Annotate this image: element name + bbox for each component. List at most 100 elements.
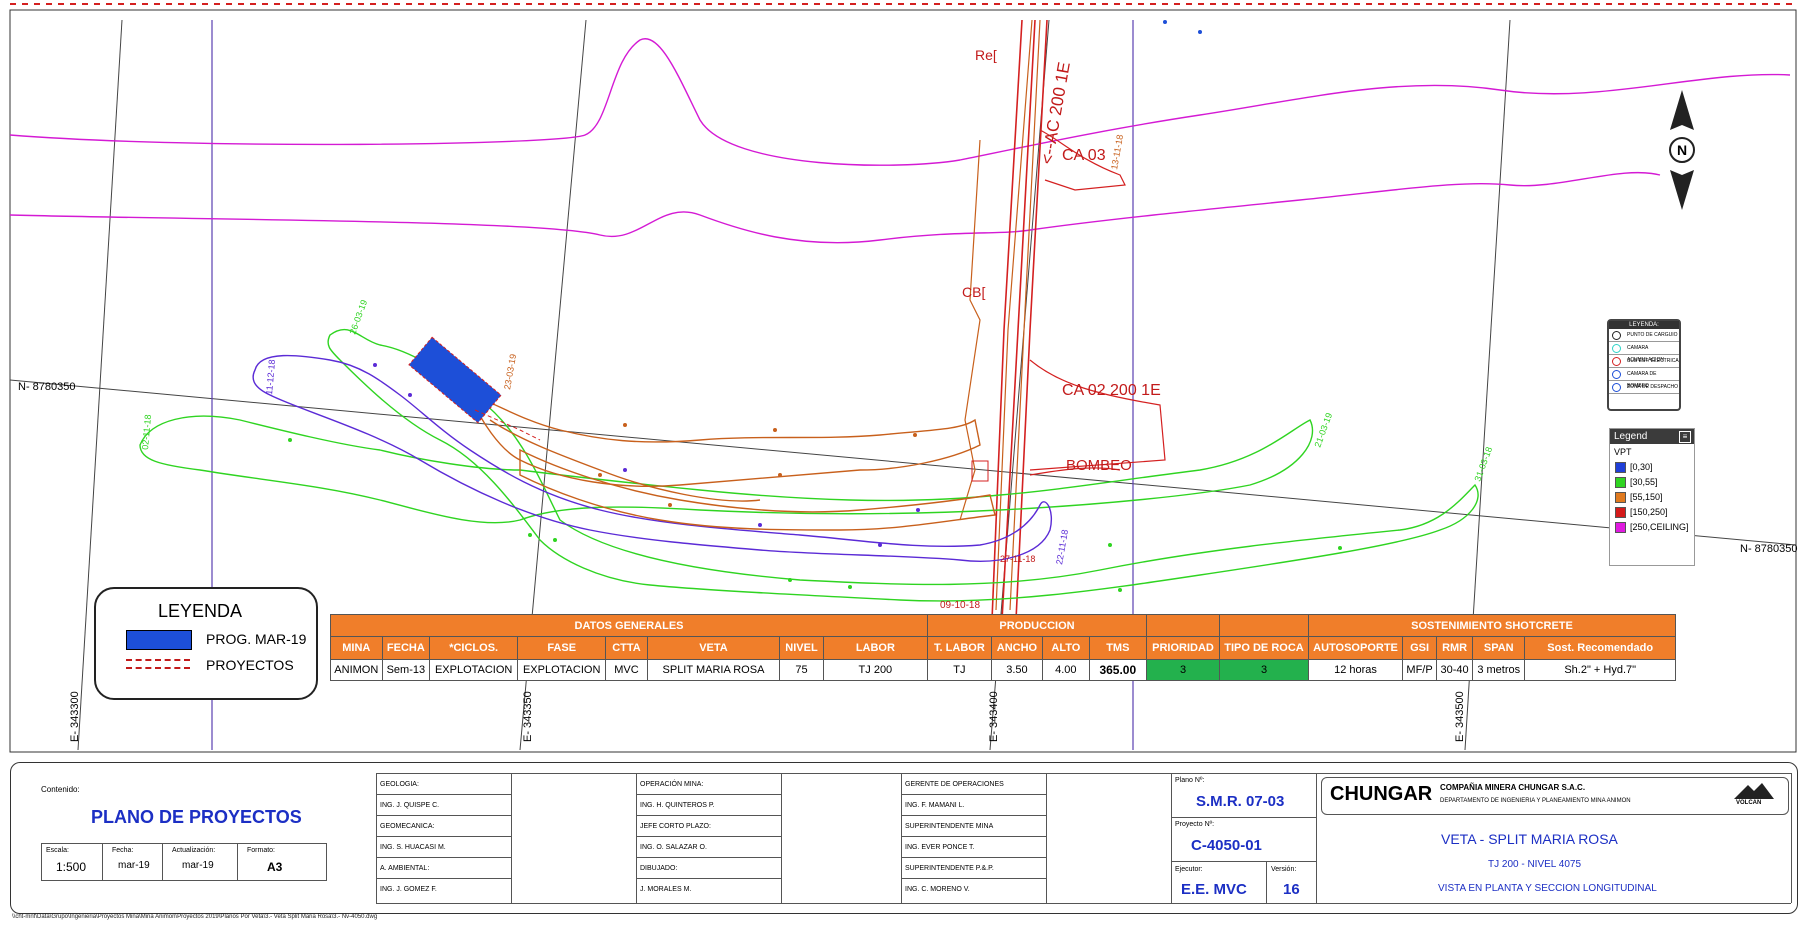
table-header: TIPO DE ROCA	[1219, 636, 1309, 660]
col1-line: A. AMBIENTAL:	[380, 865, 430, 872]
coord-n-west: N- 8780350	[18, 381, 76, 393]
legend-vpt-item: [0,30]	[1610, 460, 1694, 475]
col3-line: SUPERINTENDENTE MINA	[905, 823, 994, 830]
table-header: GSI	[1402, 636, 1438, 660]
table-header: ANCHO	[990, 636, 1044, 660]
plano-label: Plano Nº:	[1175, 777, 1205, 784]
date-label-5: 02-11-18	[140, 414, 153, 450]
escala-value: 1:500	[56, 860, 87, 874]
company-short: CHUNGAR	[1330, 783, 1433, 805]
legend-vpt: Legend≡ VPT [0,30] [30,55] [55,150] [150…	[1609, 428, 1695, 566]
legend-vpt-item: [30,55]	[1610, 475, 1694, 490]
col2-line: J. MORALES M.	[640, 886, 692, 893]
file-path: \\cht-mnf\Data\Grupo\Ingenieria\Proyecto…	[12, 914, 378, 920]
date-label-3: 23-03-19	[502, 353, 518, 390]
company-full: COMPAÑIA MINERA CHUNGAR S.A.C.	[1440, 783, 1586, 792]
volcan-logo-icon	[1734, 783, 1774, 799]
green-contours	[139, 328, 1479, 602]
scale-box: Escala: 1:500 Fecha: mar-19 Actualizació…	[41, 843, 327, 881]
date-label-6: 21-03-19	[1312, 411, 1334, 448]
legend-main-title: LEYENDA	[158, 601, 243, 621]
tunnel-ac200	[991, 19, 1048, 621]
table-cell: MVC	[605, 659, 648, 681]
legend-main-item-prog: PROG. MAR-19	[206, 631, 307, 647]
prog-swatch	[126, 630, 192, 650]
legend-symbol-item: ZONA DE DESPACHO	[1609, 381, 1679, 394]
proyectos-swatch	[126, 659, 190, 661]
table-header: VETA	[646, 636, 781, 660]
date-label-9: 27-11-18	[1000, 554, 1035, 564]
group-datos-generales: DATOS GENERALES	[330, 614, 928, 637]
fecha-value: mar-19	[118, 860, 150, 871]
table-header: *CICLOS.	[429, 636, 519, 660]
purple-contours	[252, 354, 1052, 562]
legend-vpt-item: [250,CEILING]	[1610, 520, 1694, 535]
col3-line: ING. C. MORENO V.	[905, 886, 970, 893]
ejecutor-label: Ejecutor:	[1175, 866, 1203, 873]
date-label-8: 09-10-18	[940, 600, 980, 611]
col2-line: JEFE CORTO PLAZO:	[640, 823, 711, 830]
plano-value: S.M.R. 07-03	[1196, 793, 1285, 810]
proyecto-label: Proyecto Nº:	[1175, 821, 1215, 828]
escala-label: Escala:	[46, 847, 69, 854]
group-sostenimiento: SOSTENIMIENTO SHOTCRETE	[1308, 614, 1676, 637]
legend-vpt-item: [55,150]	[1610, 490, 1694, 505]
actualizacion-value: mar-19	[182, 860, 214, 871]
table-cell: Sh.2" + Hyd.7"	[1524, 659, 1676, 681]
coord-e3: E- 343400	[988, 691, 1000, 742]
col2-line: ING. H. QUINTEROS P.	[640, 802, 715, 809]
brand-name: VOLCAN	[1736, 800, 1762, 806]
label-bombeo: BOMBEO	[1066, 457, 1132, 474]
col3-line: ING. EVER PONCE T.	[905, 844, 975, 851]
coord-e4: E- 343500	[1454, 691, 1466, 742]
table-header: NIVEL	[779, 636, 824, 660]
legend-symbols-title: LEYENDA:	[1609, 321, 1679, 329]
label-ca03: CA 03	[1062, 147, 1106, 164]
date-label-2: 26-03-19	[347, 298, 369, 335]
table-cell: MF/P	[1402, 659, 1438, 681]
legend-symbol-item: SUB EST. ELECTRICA	[1609, 355, 1679, 368]
coord-e1: E- 343300	[69, 691, 81, 742]
department: DEPARTAMENTO DE INGENIERIA Y PLANEAMIENT…	[1440, 798, 1631, 804]
prog-block	[408, 336, 502, 424]
table-header: AUTOSOPORTE	[1307, 636, 1404, 660]
table-cell: 365.00	[1088, 659, 1148, 681]
datos-generales-table: DATOS GENERALES PRODUCCION SOSTENIMIENTO…	[330, 614, 1676, 681]
ejecutor-value: E.E. MVC	[1181, 881, 1247, 898]
drawing-title: PLANO DE PROYECTOS	[91, 807, 302, 827]
legend-vpt-field: VPT	[1614, 447, 1632, 457]
table-cell-prioridad: 3	[1146, 659, 1220, 681]
table-cell: Sem-13	[381, 659, 431, 681]
legend-symbols: LEYENDA: PUNTO DE CARGUIO CAMARA ACUMULA…	[1607, 319, 1681, 411]
table-cell: 4.00	[1042, 659, 1090, 681]
contenido-label: Contenido:	[41, 785, 80, 794]
table-header: Sost. Recomendado	[1524, 636, 1676, 660]
vista-title: VISTA EN PLANTA Y SECCION LONGITUDINAL	[1438, 883, 1657, 894]
table-cell: 75	[779, 659, 824, 681]
table-header: RMR	[1436, 636, 1474, 660]
group-produccion: PRODUCCION	[927, 614, 1147, 637]
table-cell-tipo-roca: 3	[1219, 659, 1309, 681]
table-cell: SPLIT MARIA ROSA	[646, 659, 781, 681]
table-cell: TJ	[927, 659, 992, 681]
magenta-contours	[9, 38, 1791, 244]
label-cb: CB[	[962, 284, 985, 300]
table-header: SPAN	[1472, 636, 1526, 660]
date-label-10: 22-11-18	[1054, 529, 1070, 566]
col2-line: ING. O. SALAZAR O.	[640, 844, 707, 851]
table-header: TMS	[1088, 636, 1148, 660]
legend-minimize-button[interactable]: ≡	[1679, 431, 1691, 443]
table-cell: EXPLOTACION	[517, 659, 607, 681]
formato-label: Formato:	[247, 847, 276, 854]
legend-main-item-proyectos: PROYECTOS	[206, 657, 294, 673]
date-label-4: 11-12-18	[264, 359, 277, 395]
col3-line: ING. F. MAMANI L.	[905, 802, 965, 809]
legend-symbol-item: CAMARA ACUMULACION	[1609, 342, 1679, 363]
table-cell: 12 horas	[1307, 659, 1404, 681]
north-label: N	[1677, 142, 1687, 158]
north-arrow-icon: N	[1669, 90, 1695, 210]
actualizacion-label: Actualización:	[172, 847, 216, 854]
nivel-title: TJ 200 - NIVEL 4075	[1488, 859, 1582, 870]
table-header: FECHA	[381, 636, 431, 660]
